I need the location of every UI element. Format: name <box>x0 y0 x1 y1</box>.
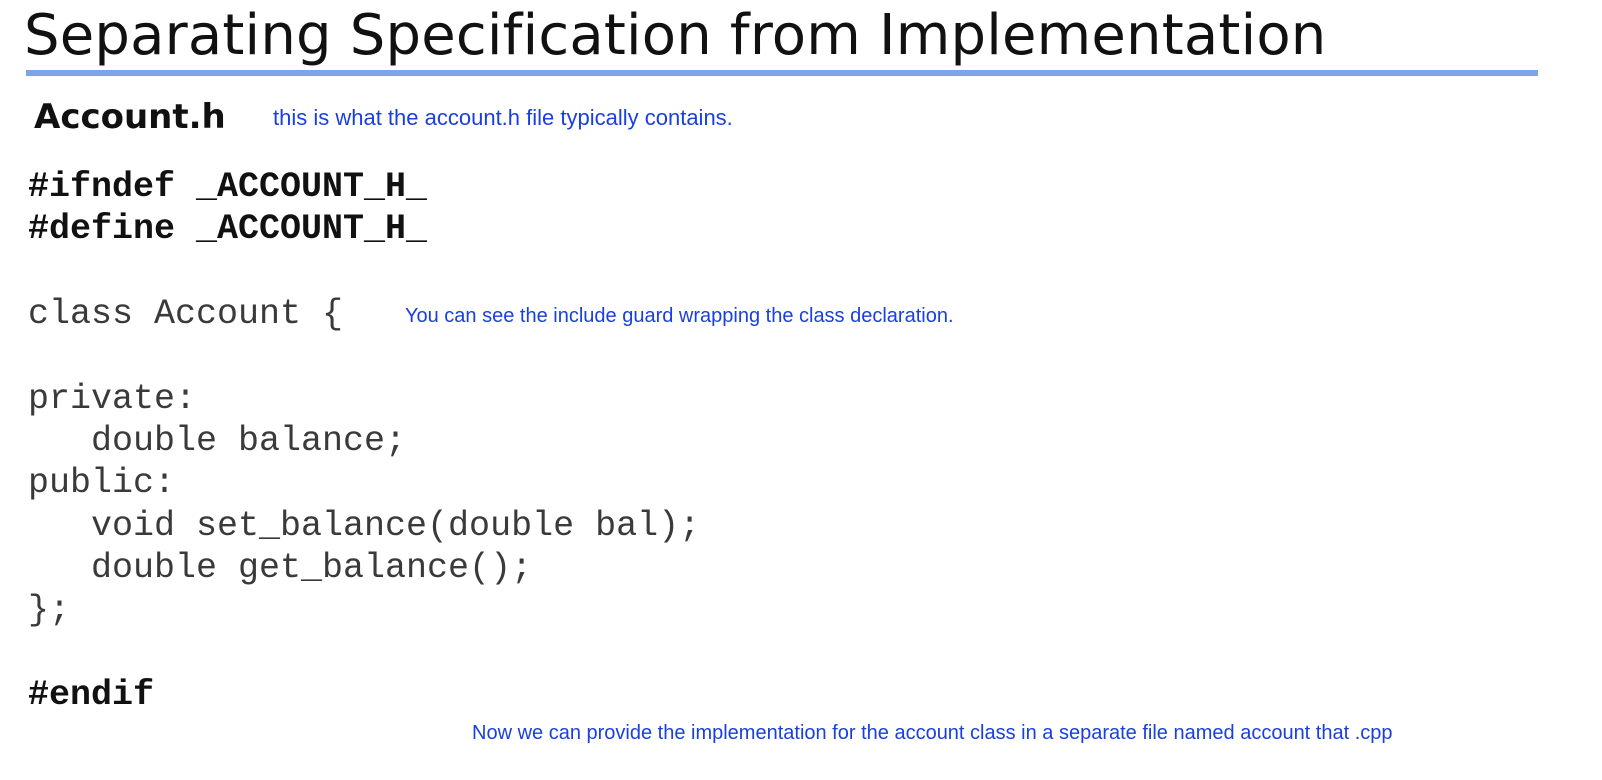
code-line-ifndef: #ifndef _ACCOUNT_H_ <box>28 167 428 207</box>
slide-title: Separating Specification from Implementa… <box>24 3 1327 68</box>
code-line-public: public: <box>28 463 176 503</box>
annotation-header-note: this is what the account.h file typicall… <box>273 105 733 130</box>
annotation-impl-note: Now we can provide the implementation fo… <box>472 722 1393 744</box>
code-line-class-close: }; <box>28 590 71 630</box>
annotation-guard-note: You can see the include guard wrapping t… <box>405 305 954 327</box>
code-line-get-balance: double get_balance(); <box>91 548 533 588</box>
file-heading: Account.h <box>34 97 226 137</box>
code-line-balance: double balance; <box>91 421 407 461</box>
code-line-private: private: <box>28 379 197 419</box>
code-line-endif: #endif <box>28 675 155 715</box>
title-underline <box>26 70 1538 76</box>
code-line-define: #define _ACCOUNT_H_ <box>28 209 428 249</box>
code-line-set-balance: void set_balance(double bal); <box>91 506 701 546</box>
code-line-class-open: class Account { <box>28 294 344 334</box>
